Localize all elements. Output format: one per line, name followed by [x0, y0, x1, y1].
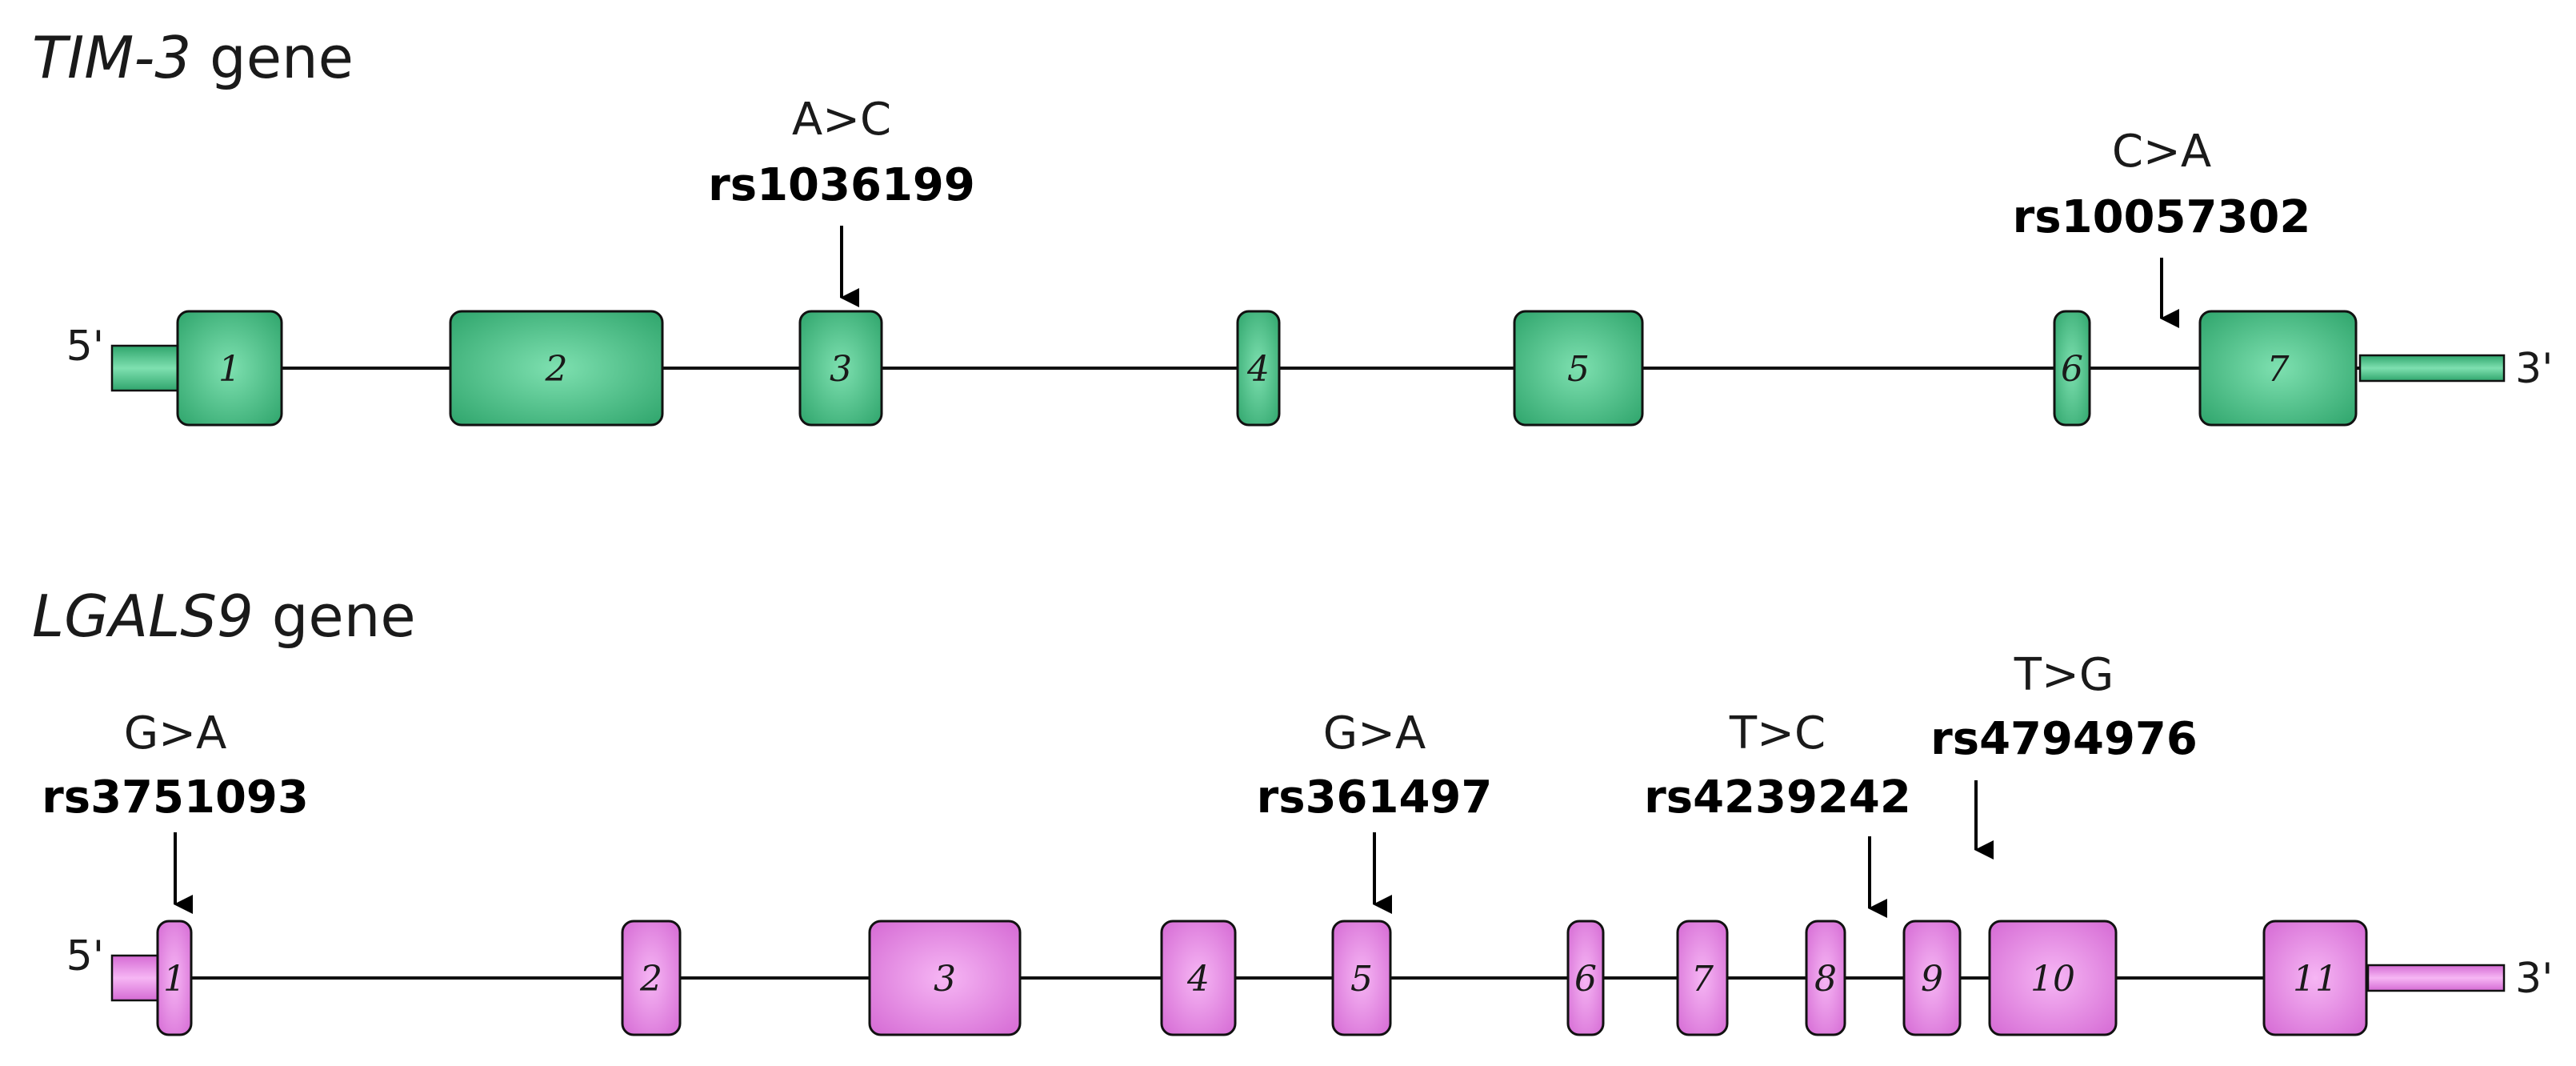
snp-rsid: rs361497	[1257, 771, 1493, 824]
gene-track-lgals9: 1 2 3 4 5 6 7 8 9 10 11 G>A rs3751093 G>A rs361497 T>C r…	[42, 649, 2506, 1036]
exon-9: 9	[1902, 920, 1962, 1036]
snp-marker-rs361497: G>A rs361497	[1257, 707, 1493, 914]
exon-5: 5	[1513, 310, 1644, 427]
exon-1: 1	[156, 920, 193, 1036]
snp-rsid: rs10057302	[2013, 191, 2311, 243]
gene-name: LGALS9	[32, 583, 254, 650]
exon-box	[449, 310, 664, 427]
exon-box	[1331, 920, 1392, 1036]
snp-allele: T>C	[1729, 707, 1826, 759]
snp-rsid: rs4794976	[1930, 713, 2198, 765]
exon-8: 8	[1805, 920, 1846, 1036]
exon-number: 6	[2061, 349, 2083, 390]
exon-5: 5	[1331, 920, 1392, 1036]
gene-suffix: gene	[210, 24, 354, 91]
exon-3: 3	[868, 920, 1022, 1036]
snp-allele: G>A	[124, 707, 227, 759]
exon-number: 8	[1814, 959, 1837, 1000]
snp-rsid: rs4239242	[1644, 771, 1911, 824]
exon-number: 4	[1186, 959, 1210, 1000]
five-prime-label: 5'	[66, 323, 104, 371]
exon-2: 2	[621, 920, 682, 1036]
snp-allele: T>G	[2014, 649, 2114, 701]
exon-box	[1676, 920, 1729, 1036]
gene-suffix: gene	[271, 583, 416, 650]
exon-box	[1566, 920, 1605, 1036]
exon-number: 10	[2030, 959, 2075, 1000]
exon-box	[156, 920, 193, 1036]
exon-number: 7	[1691, 959, 1714, 1000]
exon-6: 6	[2053, 310, 2091, 427]
exon-4: 4	[1236, 310, 1281, 427]
exon-box	[176, 310, 283, 427]
exon-1: 1	[176, 310, 283, 427]
three-prime-label: 3'	[2515, 345, 2553, 393]
exon-box	[868, 920, 1022, 1036]
exon-6: 6	[1566, 920, 1605, 1036]
gene-title-tim3: TIM-3 gene	[32, 24, 354, 91]
exon-number: 3	[934, 959, 956, 1000]
snp-marker-rs3751093: G>A rs3751093	[42, 707, 309, 914]
exon-7: 7	[2198, 310, 2358, 427]
exon-box	[1236, 310, 1281, 427]
exon-number: 2	[545, 349, 568, 390]
exon-7: 7	[1676, 920, 1729, 1036]
gene-track-tim-3: 1 2 3 4 5 6 7 A>C rs1036199 C>A rs10057302	[110, 94, 2506, 427]
exon-10: 10	[1988, 920, 2118, 1036]
snp-rsid: rs3751093	[42, 771, 309, 824]
three-prime-label: 3'	[2515, 955, 2553, 1003]
exon-number: 9	[1921, 959, 1943, 1000]
five-prime-label: 5'	[66, 932, 104, 980]
exon-box	[1988, 920, 2118, 1036]
snp-allele: C>A	[2112, 126, 2211, 178]
exon-number: 4	[1246, 349, 1270, 390]
gene-name: TIM-3	[32, 24, 192, 91]
exon-box	[621, 920, 682, 1036]
snp-allele: A>C	[792, 94, 891, 146]
exon-box	[1160, 920, 1237, 1036]
exon-number: 3	[830, 349, 852, 390]
exon-box	[798, 310, 883, 427]
exon-number: 6	[1574, 959, 1597, 1000]
exon-number: 7	[2267, 349, 2290, 390]
exon-4: 4	[1160, 920, 1237, 1036]
snp-rsid: rs1036199	[708, 159, 975, 211]
exon-box	[2053, 310, 2091, 427]
exon-box	[1902, 920, 1962, 1036]
gene-title-lgals9: LGALS9 gene	[32, 583, 416, 650]
exon-box	[2198, 310, 2358, 427]
snp-marker-rs4794976: T>G rs4794976	[1930, 649, 2198, 860]
snp-marker-rs1036199: A>C rs1036199	[708, 94, 975, 307]
snp-allele: G>A	[1323, 707, 1426, 759]
exon-number: 1	[218, 349, 241, 390]
three-prime-utr	[2358, 354, 2506, 383]
snp-marker-rs10057302: C>A rs10057302	[2013, 126, 2311, 328]
exon-number: 5	[1567, 349, 1590, 390]
five-prime-utr	[110, 344, 186, 392]
three-prime-utr	[2366, 964, 2506, 992]
exon-number: 2	[639, 959, 662, 1000]
exon-box	[1805, 920, 1846, 1036]
exon-number: 5	[1350, 959, 1373, 1000]
exon-number: 11	[2293, 959, 2338, 1000]
exon-box	[1513, 310, 1644, 427]
exon-3: 3	[798, 310, 883, 427]
exon-box	[2262, 920, 2368, 1036]
exon-number: 1	[163, 959, 186, 1000]
snp-marker-rs4239242: T>C rs4239242	[1644, 707, 1911, 918]
exon-11: 11	[2262, 920, 2368, 1036]
exon-2: 2	[449, 310, 664, 427]
